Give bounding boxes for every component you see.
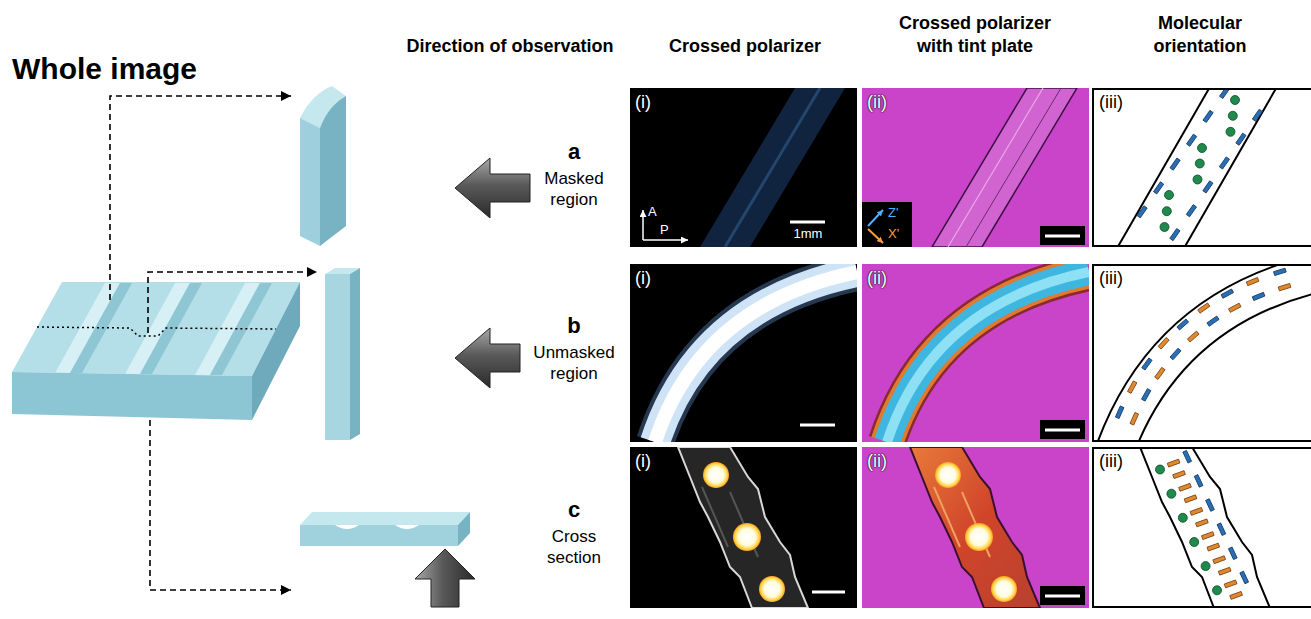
row-letter: b bbox=[534, 312, 614, 340]
panel-label: (iii) bbox=[1097, 91, 1125, 114]
row-letter: c bbox=[534, 496, 614, 524]
masked-region-view bbox=[300, 86, 346, 246]
orientation-sketch bbox=[1092, 447, 1311, 608]
panel-label: (ii) bbox=[867, 450, 887, 473]
axis-label: A bbox=[648, 204, 657, 220]
image-panel: (iii) bbox=[1092, 88, 1311, 247]
row-letter: a bbox=[534, 138, 614, 166]
image-panel: (iii) bbox=[1092, 447, 1311, 608]
axis-label: P bbox=[660, 222, 669, 238]
tint-image bbox=[862, 88, 1089, 247]
column-header: Molecular orientation bbox=[1140, 12, 1260, 57]
tint-image bbox=[862, 447, 1089, 608]
image-panel: (iii) bbox=[1092, 264, 1311, 442]
image-panel: (i) bbox=[630, 447, 857, 608]
figure-title: Whole image bbox=[12, 50, 197, 88]
image-panel: (ii) bbox=[862, 264, 1089, 442]
panel-label: (i) bbox=[635, 450, 651, 473]
column-header: Crossed polarizer with tint plate bbox=[890, 12, 1060, 57]
scale-label: 1mm bbox=[788, 226, 828, 242]
row-name: Masked region bbox=[529, 168, 619, 211]
image-panel: (ii) bbox=[862, 447, 1089, 608]
panel-label: (i) bbox=[635, 267, 651, 290]
axis-label: X' bbox=[888, 226, 899, 242]
polarizer-image bbox=[630, 88, 857, 247]
image-panel: (i) AP 1mm bbox=[630, 88, 857, 247]
image-panel: (i) bbox=[630, 264, 857, 442]
panel-label: (ii) bbox=[867, 91, 887, 114]
orientation-sketch bbox=[1092, 264, 1311, 442]
orientation-sketch bbox=[1092, 88, 1311, 247]
row-name: Unmasked region bbox=[522, 342, 626, 385]
axis-label: Z' bbox=[888, 205, 898, 221]
row-name: Cross section bbox=[529, 526, 619, 569]
column-header: Direction of observation bbox=[390, 35, 630, 58]
unmasked-region-view bbox=[325, 268, 360, 440]
polarizer-image bbox=[630, 447, 857, 608]
cross-section-view bbox=[300, 512, 470, 546]
panel-label: (ii) bbox=[867, 267, 887, 290]
panel-label: (iii) bbox=[1097, 450, 1125, 473]
polarizer-image bbox=[630, 264, 857, 442]
image-panel: (ii) Z' X' bbox=[862, 88, 1089, 247]
film-slab bbox=[12, 282, 300, 420]
observation-arrow bbox=[110, 96, 317, 590]
tint-image bbox=[862, 264, 1089, 442]
panel-label: (iii) bbox=[1097, 267, 1125, 290]
column-header: Crossed polarizer bbox=[645, 35, 845, 58]
panel-label: (i) bbox=[635, 91, 651, 114]
view-arrow bbox=[415, 158, 530, 607]
